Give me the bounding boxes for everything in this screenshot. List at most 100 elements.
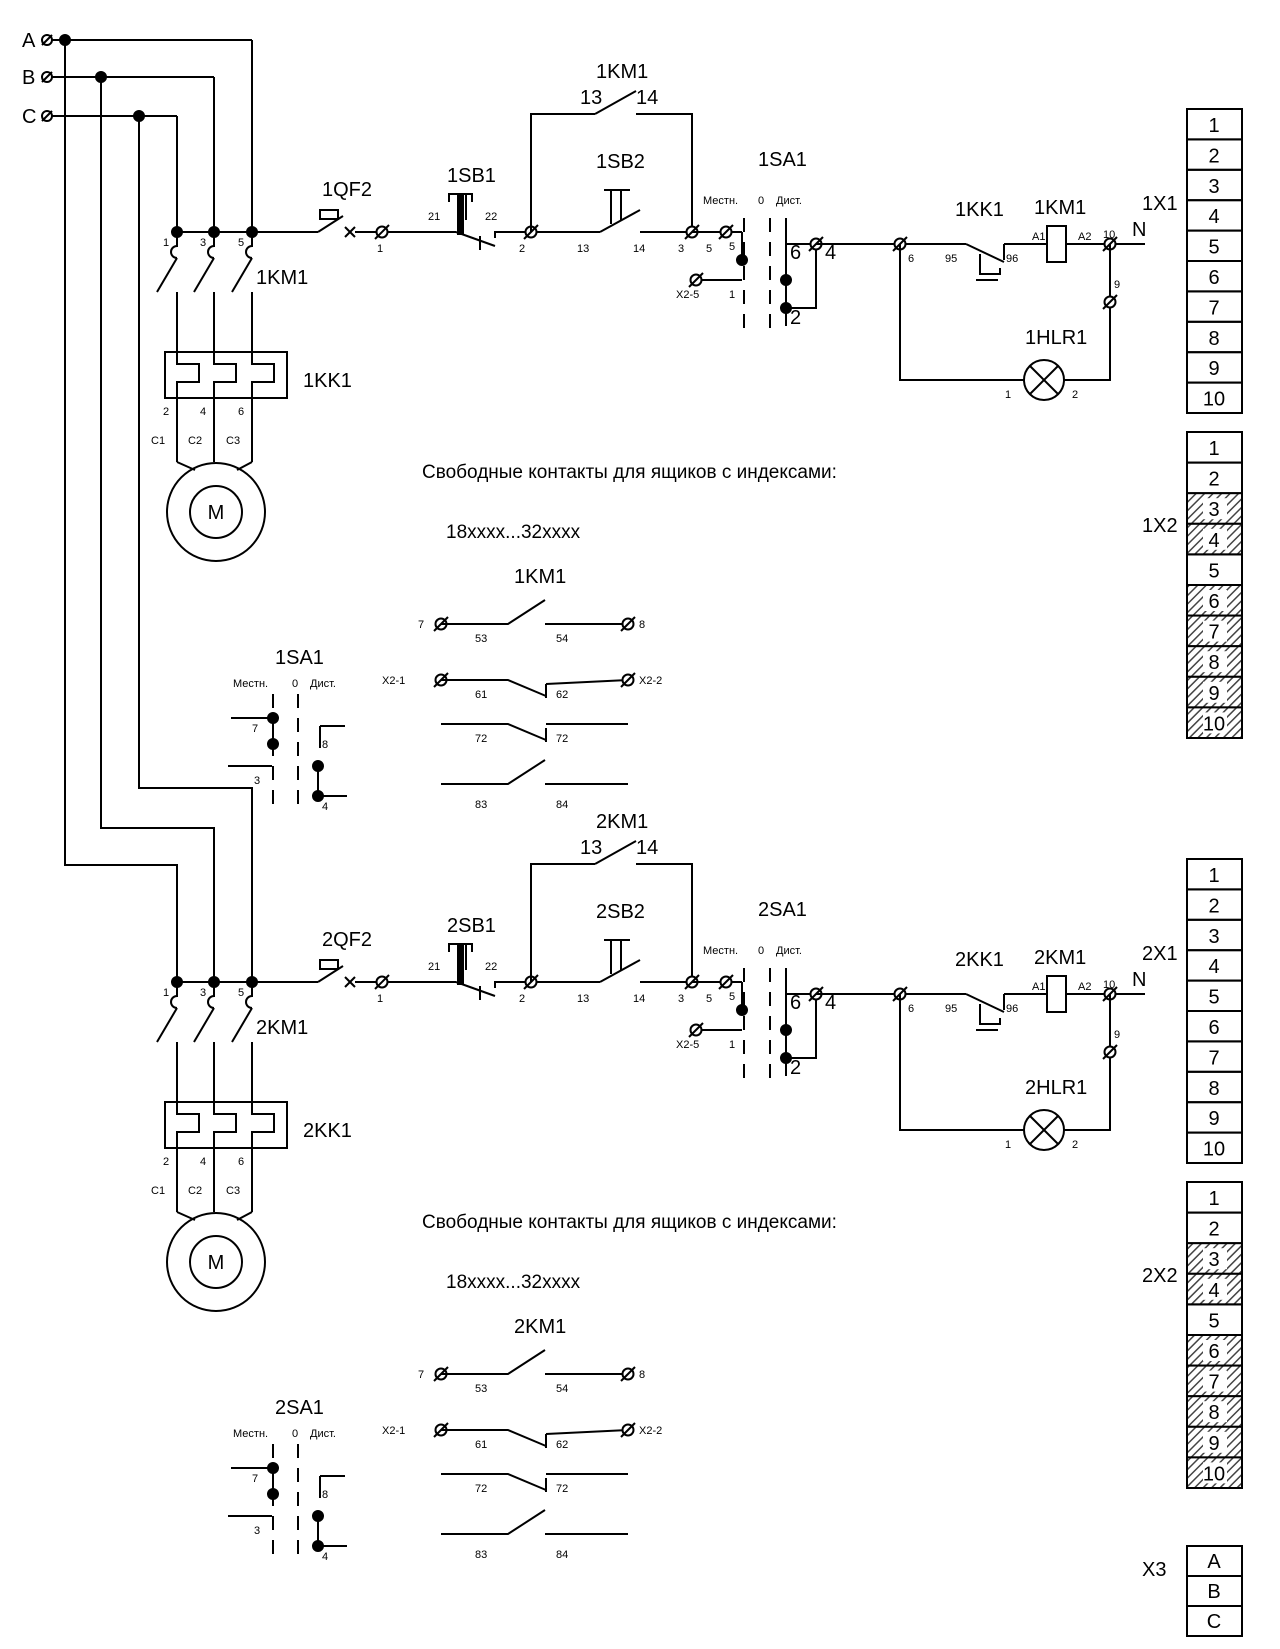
pin-label: 10 [1103,979,1115,991]
selector-position: Дист. [310,1428,336,1440]
wire [1064,244,1111,381]
pin-label: 95 [945,1003,957,1015]
terminal-slash [1102,1044,1118,1060]
wire [236,1211,253,1221]
terminal-number: 6 [1208,591,1219,613]
pin-label: 13 [580,837,602,859]
phase-label-B: B [22,67,35,89]
terminal-number: 7 [1208,622,1219,644]
coil-box [1046,225,1067,263]
terminal-number: 7 [1208,297,1219,319]
aux-no-contact [441,759,546,785]
terminal-number: 8 [1208,328,1219,350]
selector-position: Местн. [233,1428,268,1440]
terminal-number-bg [1203,712,1227,734]
pin-label: X2-5 [676,1039,699,1051]
pin-label: 4 [322,801,328,813]
pin-label: X2-1 [382,675,405,687]
terminal-block-label: 1X1 [1142,193,1178,215]
junction-dot [267,738,279,750]
terminal-number-bg [1203,1278,1227,1300]
pushbutton-stem [457,195,464,235]
selector-position: 0 [758,945,764,957]
pin-label: 61 [475,689,487,701]
lamp-cross [1029,365,1059,395]
breaker-box [319,959,339,970]
pin-label: C3 [226,435,240,447]
pin-label: 1 [377,993,383,1005]
pin-label: 62 [556,689,568,701]
junction-dot [780,274,792,286]
phase-trunk [64,40,178,982]
terminal-number: 10 [1203,389,1225,411]
motor-symbol: M [208,502,225,524]
terminal-slash [620,1422,636,1438]
terminal-block-label: 2X2 [1142,1265,1178,1287]
terminal-number-bg [1203,498,1227,520]
pin-label: 7 [418,619,424,631]
terminal-number: 10 [1203,1463,1225,1485]
selector-aux-label: 2SA1 [275,1397,324,1419]
contactor-main-contact [193,257,215,293]
selector-position: Местн. [703,195,738,207]
pin-label: A1 [1032,231,1045,243]
wire [176,1211,196,1221]
phase-label-C: C [22,106,36,128]
free-contacts: Свободные контакты для ящиков с индексам… [382,462,837,811]
terminal-slash [718,224,734,240]
terminal-number: 4 [1208,956,1219,978]
pin-label: 5 [706,993,712,1005]
pin-label: 14 [636,87,658,109]
pin-label: 96 [1006,1003,1018,1015]
wire [530,863,595,982]
pin-label: 5 [729,991,735,1003]
pin-label: 7 [252,723,258,735]
pin-label: 21 [428,961,440,973]
terminal-number: 6 [1208,267,1219,289]
terminal-number: 5 [1208,1310,1219,1332]
motor-outer [166,1212,266,1312]
terminal-slash [620,1366,636,1382]
terminal-number: 7 [1208,1047,1219,1069]
selector-position: Местн. [703,945,738,957]
holding-contact [594,840,637,865]
wire [236,461,253,471]
pin-label: 10 [1103,229,1115,241]
aux-nc-contact [441,1473,547,1491]
terminal-number: 1 [1208,1188,1219,1210]
contact-hook [207,986,215,1009]
selector-label: 1SA1 [758,149,807,171]
terminal-number: 2 [1208,895,1219,917]
pin-label: 53 [475,1383,487,1395]
aux-no-contact [441,599,546,625]
start-contact [599,209,641,233]
phase-label-A: A [22,30,36,52]
terminal-number: 2 [1208,469,1219,491]
terminal-number: 1 [1208,865,1219,887]
junction-dot [267,1488,279,1500]
wire [636,863,693,982]
terminal-number: 6 [1208,1341,1219,1363]
pin-label: 5 [729,241,735,253]
selector-position: Дист. [776,945,802,957]
pushbutton-head [448,943,473,952]
pin-label: 2 [790,307,801,329]
pin-label: 14 [636,837,658,859]
free-contacts-range: 18xxxx...32xxxx [446,522,581,543]
selector-position: 0 [292,1428,298,1440]
selector-aux-label: 1SA1 [275,647,324,669]
terminal-slash [718,974,734,990]
aux-nc-contact [441,1429,547,1447]
wire [545,679,629,685]
pin-label: A2 [1078,981,1091,993]
pin-label: 7 [252,1473,258,1485]
pin-label: 1 [163,237,169,249]
phase-terminal-slash [41,34,53,46]
terminal-cell [1186,1131,1243,1164]
pin-label: C2 [188,1185,202,1197]
contactor-label: 2KM1 [256,1017,308,1039]
start-button-label: 2SB2 [596,901,645,923]
